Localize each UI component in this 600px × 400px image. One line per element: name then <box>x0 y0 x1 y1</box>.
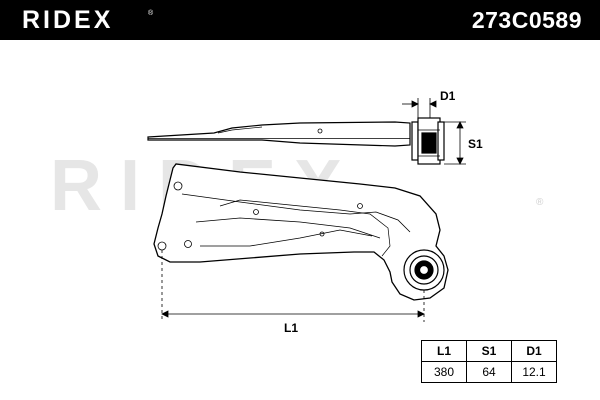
bushing-front-view <box>403 249 445 291</box>
brand-logo: RIDEX <box>22 6 114 34</box>
arm-front-view <box>153 163 449 301</box>
spec-value-s1: 64 <box>466 361 512 383</box>
brand-registered-mark: ® <box>148 10 154 17</box>
spec-value-d1: 12.1 <box>511 361 557 383</box>
watermark-registered-mark: ® <box>536 197 544 208</box>
spec-header-s1: S1 <box>466 340 512 362</box>
spec-value-l1: 380 <box>421 361 467 383</box>
arm-side-view <box>147 117 445 165</box>
dimension-d1 <box>402 98 437 118</box>
spec-table-value-row: 380 64 12.1 <box>421 361 557 383</box>
spec-table-header-row: L1 S1 D1 <box>421 340 557 362</box>
dimension-l1-label: L1 <box>284 321 298 335</box>
arm-front-details <box>157 181 411 257</box>
technical-drawing: RIDEX ® D1 S1 <box>50 89 544 335</box>
spec-header-d1: D1 <box>511 340 557 362</box>
header-bar: RIDEX ® 273C0589 <box>0 0 600 40</box>
part-number: 273C0589 <box>471 7 582 33</box>
dimension-l1 <box>161 250 425 322</box>
dimension-s1-label: S1 <box>468 137 483 151</box>
dimension-d1-label: D1 <box>440 89 456 103</box>
spec-table: L1 S1 D1 380 64 12.1 <box>421 340 557 383</box>
dimension-s1 <box>444 121 466 165</box>
spec-header-l1: L1 <box>421 340 467 362</box>
